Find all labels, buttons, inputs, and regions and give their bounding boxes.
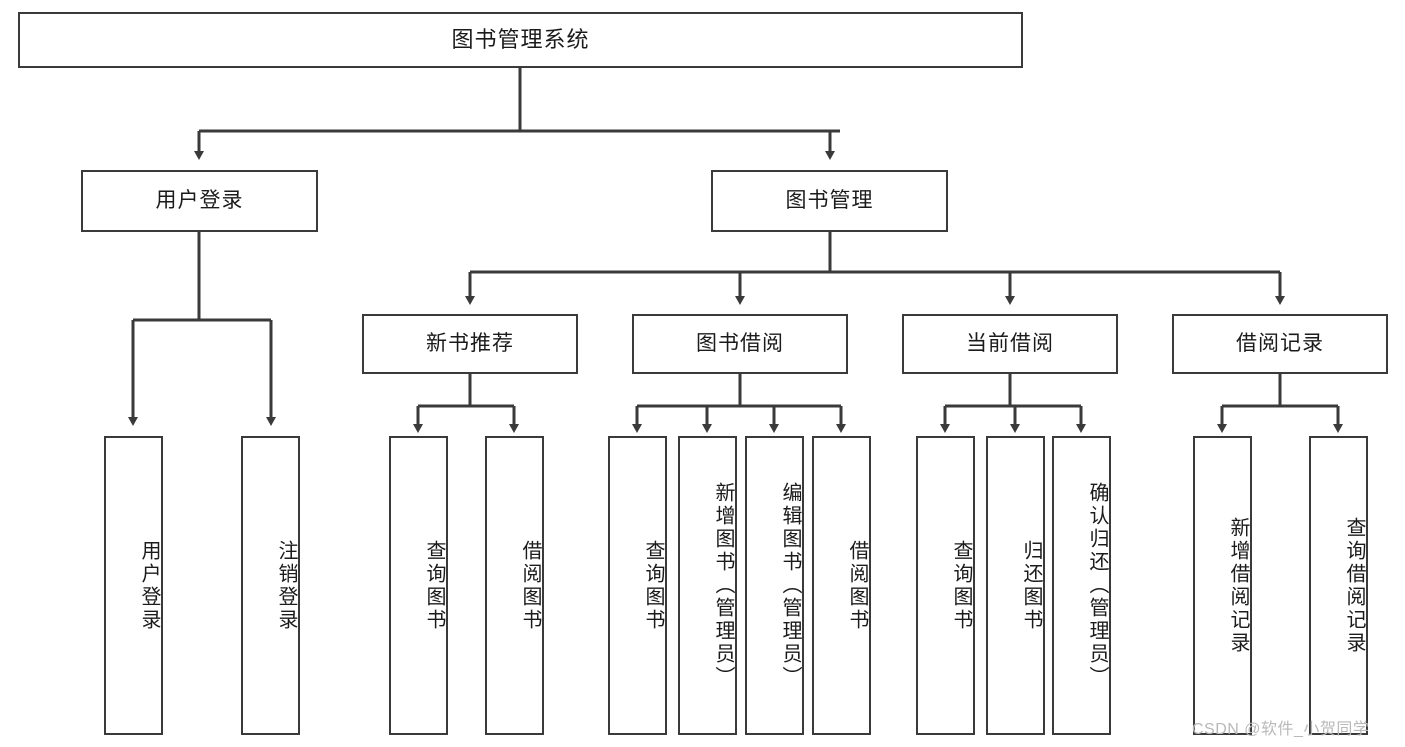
- leaf-query-book-3-label: 查询图书: [950, 539, 972, 632]
- leaf-return-book[interactable]: 归还图书: [986, 436, 1045, 735]
- leaf-user-logout[interactable]: 注销登录: [241, 436, 300, 735]
- leaf-user-logout-label: 注销登录: [275, 539, 297, 632]
- leaf-query-book-2-label: 查询图书: [642, 539, 664, 632]
- leaf-edit-book-label: 编辑图书（管理员）: [779, 482, 801, 689]
- node-borrow-record-label: 借阅记录: [1236, 332, 1324, 356]
- leaf-add-record[interactable]: 新增借阅记录: [1193, 436, 1252, 735]
- leaf-return-book-label: 归还图书: [1020, 539, 1042, 632]
- leaf-borrow-book-1-label: 借阅图书: [519, 539, 541, 632]
- leaf-borrow-book-1[interactable]: 借阅图书: [485, 436, 544, 735]
- leaf-query-book-2[interactable]: 查询图书: [608, 436, 667, 735]
- leaf-confirm-return[interactable]: 确认归还（管理员）: [1052, 436, 1111, 735]
- node-user-login[interactable]: 用户登录: [81, 170, 318, 232]
- leaf-add-record-label: 新增借阅记录: [1227, 516, 1249, 655]
- leaf-borrow-book-2-label: 借阅图书: [846, 539, 868, 632]
- leaf-query-book-1-label: 查询图书: [423, 539, 445, 632]
- node-book-borrow[interactable]: 图书借阅: [632, 314, 848, 374]
- node-current-borrow-label: 当前借阅: [966, 332, 1054, 356]
- leaf-confirm-return-label: 确认归还（管理员）: [1086, 482, 1108, 689]
- leaf-user-login-label: 用户登录: [138, 539, 160, 632]
- leaf-query-record[interactable]: 查询借阅记录: [1309, 436, 1368, 735]
- leaf-user-login[interactable]: 用户登录: [104, 436, 163, 735]
- node-user-login-label: 用户登录: [155, 189, 244, 213]
- node-root[interactable]: 图书管理系统: [18, 12, 1023, 68]
- node-book-manage[interactable]: 图书管理: [711, 170, 948, 232]
- leaf-query-book-1[interactable]: 查询图书: [389, 436, 448, 735]
- node-borrow-record[interactable]: 借阅记录: [1172, 314, 1388, 374]
- node-book-manage-label: 图书管理: [785, 189, 874, 213]
- leaf-borrow-book-2[interactable]: 借阅图书: [812, 436, 871, 735]
- node-new-book-recommend-label: 新书推荐: [426, 332, 514, 356]
- node-new-book-recommend[interactable]: 新书推荐: [362, 314, 578, 374]
- node-book-borrow-label: 图书借阅: [696, 332, 784, 356]
- watermark: CSDN @软件_小贺同学: [1192, 721, 1370, 738]
- leaf-query-book-3[interactable]: 查询图书: [916, 436, 975, 735]
- leaf-query-record-label: 查询借阅记录: [1343, 516, 1365, 655]
- leaf-edit-book[interactable]: 编辑图书（管理员）: [745, 436, 804, 735]
- node-current-borrow[interactable]: 当前借阅: [902, 314, 1118, 374]
- leaf-add-book[interactable]: 新增图书（管理员）: [678, 436, 737, 735]
- leaf-add-book-label: 新增图书（管理员）: [712, 482, 734, 689]
- node-root-label: 图书管理系统: [451, 26, 590, 52]
